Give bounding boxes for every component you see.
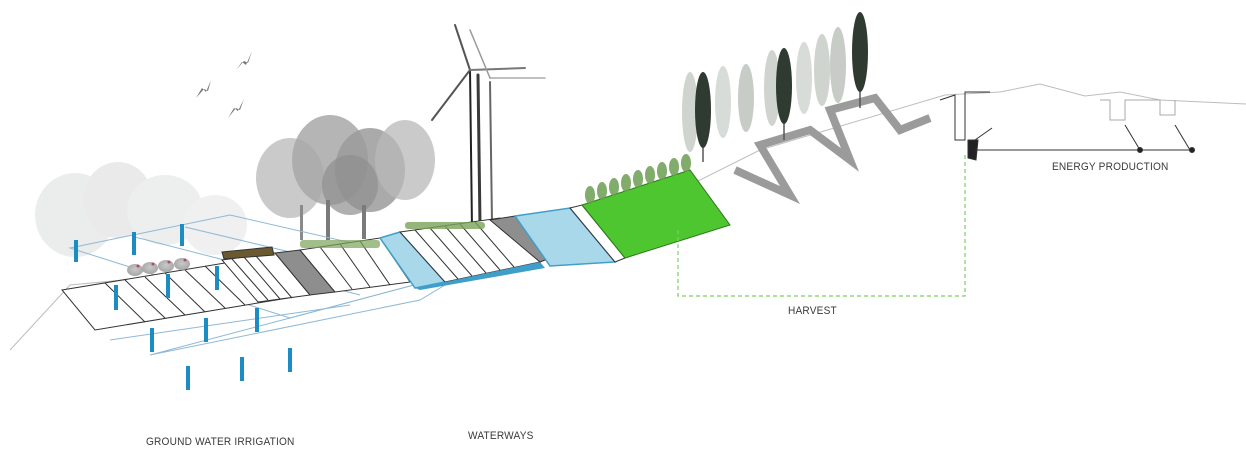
deciduous-trees xyxy=(256,115,435,240)
bird-icon xyxy=(196,80,211,98)
label-harvest: HARVEST xyxy=(788,305,837,317)
harvest-field xyxy=(581,154,731,259)
birds xyxy=(196,51,252,118)
zigzag-path xyxy=(733,93,932,204)
pathway-segment xyxy=(274,237,411,296)
label-energy-production: ENERGY PRODUCTION xyxy=(1052,161,1169,173)
background-trees-left xyxy=(35,162,247,257)
crop-field xyxy=(221,246,311,303)
energy-structure xyxy=(939,91,1195,161)
label-ground-water-irrigation: GROUND WATER IRRIGATION xyxy=(146,436,295,448)
waterway-channel xyxy=(378,204,626,290)
wind-turbine xyxy=(431,24,546,229)
irrigation-posts xyxy=(74,224,292,390)
cypress-trees xyxy=(682,12,868,162)
bird-icon xyxy=(228,99,244,118)
harvest-connector xyxy=(677,155,966,297)
label-waterways: WATERWAYS xyxy=(468,430,534,442)
flower-shrubs xyxy=(127,258,190,276)
bird-icon xyxy=(236,51,252,70)
